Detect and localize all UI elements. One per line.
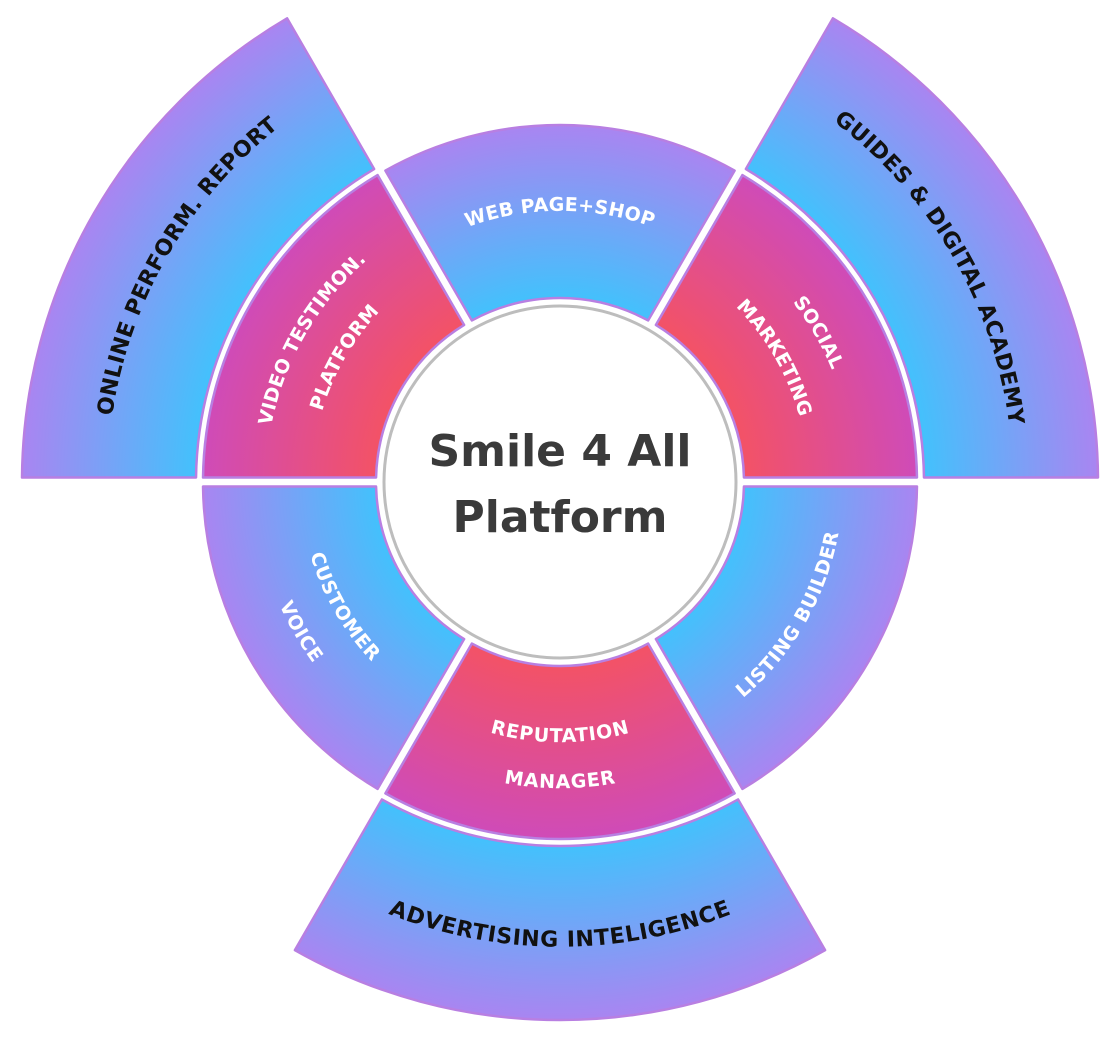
segment-shape xyxy=(384,642,736,841)
segment-shape xyxy=(20,17,376,479)
center-title-line1: Smile 4 All xyxy=(428,426,691,477)
segment-shape xyxy=(201,173,466,479)
segment-shape xyxy=(744,17,1100,479)
segment-shape xyxy=(654,485,919,791)
center-title-line2: Platform xyxy=(453,492,668,543)
segment-advertising-inteligence[interactable]: ADVERTISING INTELIGENCE xyxy=(293,798,827,1022)
segment-shape xyxy=(384,123,736,322)
segment-web-page-shop[interactable]: WEB PAGE+SHOP xyxy=(384,123,736,322)
center-hub: Smile 4 All Platform xyxy=(382,304,738,660)
segment-shape xyxy=(654,173,919,479)
segment-shape xyxy=(293,798,827,1022)
segment-shape xyxy=(201,485,466,791)
segment-video-testimon-platform[interactable]: VIDEO TESTIMON.PLATFORM xyxy=(201,173,466,479)
segment-listing-builder[interactable]: LISTING BUILDER xyxy=(654,485,919,791)
center-circle xyxy=(382,304,738,660)
